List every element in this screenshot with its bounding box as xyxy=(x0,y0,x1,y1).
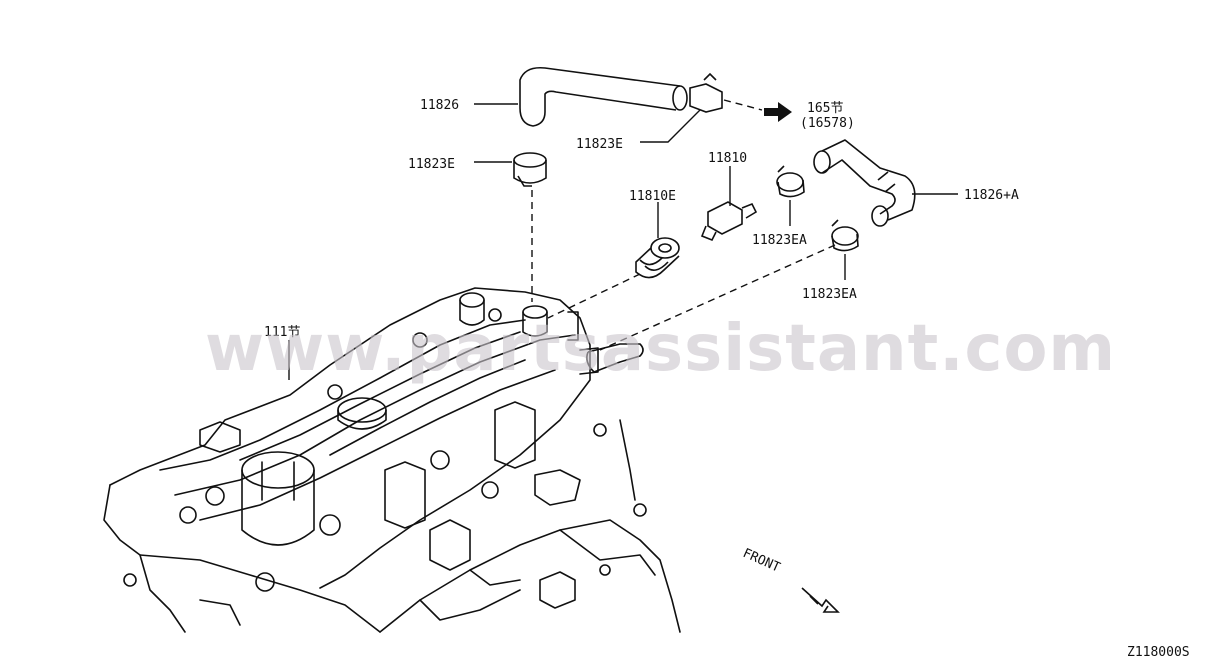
label-11823e-left: 11823E xyxy=(408,157,455,172)
label-11826a: 11826+A xyxy=(964,188,1019,203)
clamp-11823ea-top-part xyxy=(776,165,805,198)
engine-assembly xyxy=(103,287,681,633)
assembly-lines xyxy=(531,99,836,351)
label-front: FRONT xyxy=(740,546,782,576)
leader-lines xyxy=(288,103,958,380)
watermark: www.partsassistant.com xyxy=(205,312,1116,386)
label-ref-section: 165节 xyxy=(807,101,843,116)
hose-11826 xyxy=(519,66,688,127)
label-11810e: 11810E xyxy=(629,189,676,204)
grommet-11810e-part xyxy=(635,237,680,279)
label-11823ea-bottom: 11823EA xyxy=(802,287,857,302)
front-arrow-icon xyxy=(801,587,840,613)
breather-hose-lower xyxy=(586,343,644,373)
pcv-valve-11810-part xyxy=(700,201,758,242)
label-11826: 11826 xyxy=(420,98,459,113)
clamp-11823ea-bottom-part xyxy=(831,219,859,252)
label-11823ea-top: 11823EA xyxy=(752,233,807,248)
diagram-code: Z118000S xyxy=(1127,645,1190,660)
label-engine-section: 111节 xyxy=(264,325,300,340)
label-ref-part: (16578) xyxy=(800,116,855,131)
hose-11826a-part xyxy=(813,139,916,227)
reference-arrow-icon xyxy=(764,102,792,122)
label-11810: 11810 xyxy=(708,151,747,166)
clamp-11823e-upper-part xyxy=(689,72,723,113)
label-11823e-upper: 11823E xyxy=(576,137,623,152)
clamp-11823e-left-part xyxy=(513,152,547,187)
